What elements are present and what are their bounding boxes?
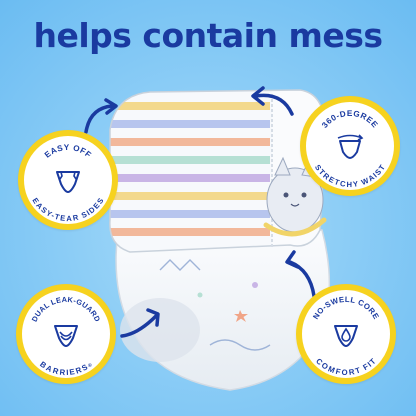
badge-no-swell-core: NO-SWELL CORE COMFORT FIT [296, 284, 396, 384]
badge-bottom-label: COMFORT FIT [314, 356, 377, 377]
registered-mark: ® [86, 361, 94, 369]
badge-top-label: NO-SWELL CORE [311, 295, 380, 321]
badge-easy-off: EASY OFF EASY-TEAR SIDES [18, 130, 118, 230]
svg-text:EASY OFF: EASY OFF [43, 143, 93, 160]
droplet-icon [334, 325, 358, 347]
badge-stretchy-waist: 360-DEGREE STRETCHY WAIST [300, 96, 400, 196]
badge-bottom-label: EASY-TEAR SIDES [30, 196, 105, 223]
svg-text:STRETCHY WAIST: STRETCHY WAIST [313, 163, 387, 189]
badge-top-label: 360-DEGREE [320, 109, 379, 130]
badge-bottom-label: BARRIERS [38, 360, 89, 377]
headline: helps contain mess [33, 16, 383, 55]
svg-text:360-DEGREE: 360-DEGREE [320, 109, 380, 130]
badge-bottom-label: STRETCHY WAIST [313, 163, 387, 189]
arrow-to-bottom-left [120, 308, 160, 338]
badge-top-label: EASY OFF [43, 143, 93, 160]
arrow-to-top-right [251, 86, 294, 116]
stretchy-waist-icon [337, 134, 364, 159]
arrow-to-top-left [84, 98, 118, 134]
tear-sides-icon [56, 171, 80, 193]
svg-text:EASY-TEAR SIDES: EASY-TEAR SIDES [30, 196, 105, 223]
badge-leak-guard: DUAL LEAK-GUARD BARRIERS® [16, 284, 116, 384]
arrow-to-bottom-right [285, 250, 316, 298]
svg-text:NO-SWELL CORE: NO-SWELL CORE [311, 295, 381, 321]
svg-text:BARRIERS®: BARRIERS® [38, 360, 94, 377]
leak-guard-icon [54, 325, 78, 347]
svg-text:COMFORT FIT: COMFORT FIT [314, 356, 378, 377]
